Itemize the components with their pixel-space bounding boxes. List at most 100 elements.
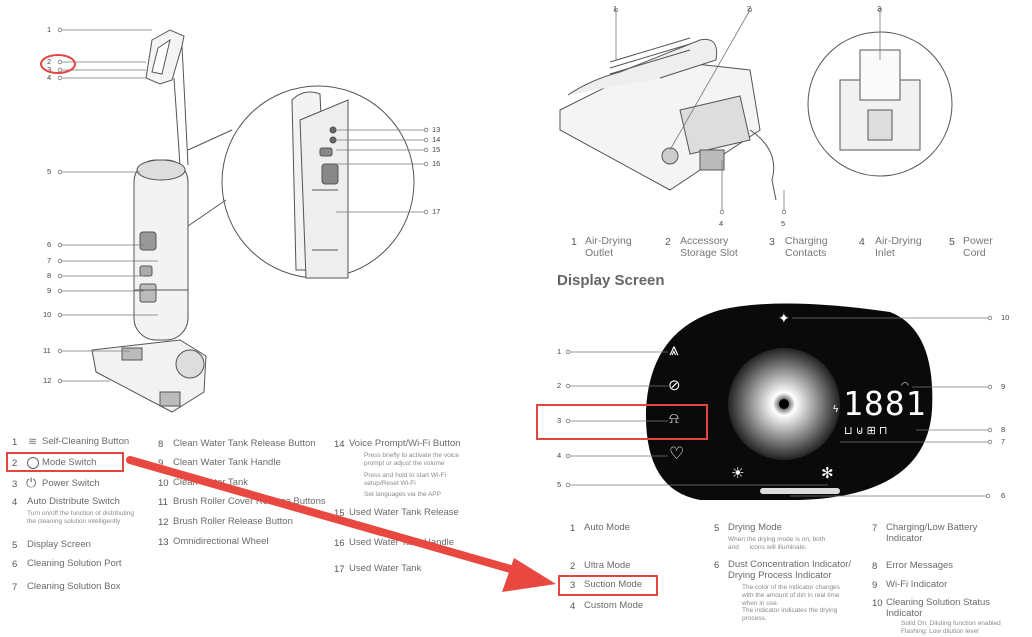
display-callout-10: 10 [1001, 313, 1010, 322]
part-num: 12 [158, 517, 169, 528]
display-callout-9: 9 [1001, 382, 1006, 391]
display-part-note: When the drying mode is on, both and ico… [728, 536, 826, 552]
suction-mode-highlight [536, 404, 708, 440]
lightning-icon: ϟ [833, 404, 839, 415]
part-num: 1 [12, 437, 18, 448]
display-part-num: 10 [872, 598, 883, 609]
ultra-mode-icon: ⊘ [668, 377, 681, 394]
mode-switch-highlight [6, 452, 124, 472]
digit-readout: 1881 [843, 384, 927, 423]
display-callout-1: 1 [557, 347, 562, 356]
callout-11: 11 [43, 346, 51, 355]
display-part-note: The color of the indicator changes with … [742, 584, 840, 608]
part-label: Used Water Tank Release [349, 507, 459, 518]
callout-4: 4 [47, 73, 52, 82]
callout-5: 5 [47, 167, 52, 176]
part-label: Clean Water Tank Handle [173, 457, 281, 468]
display-part-label: Cleaning Solution Status Indicator [886, 597, 991, 619]
part-num: 15 [334, 508, 345, 519]
callout-14: 14 [432, 135, 441, 144]
callout-6: 6 [47, 240, 52, 249]
part-label: Auto Distribute Switch [27, 496, 120, 507]
part-num: 7 [12, 582, 18, 593]
power-icon: ⏻ [26, 475, 37, 490]
display-part-num: 3 [570, 580, 576, 591]
part-num: 4 [12, 497, 18, 508]
auto-mode-icon: ⩓ [669, 340, 679, 359]
display-screen-heading: Display Screen [557, 272, 665, 289]
fan-icon: ✻ [821, 465, 834, 482]
callout-2-highlight [40, 54, 76, 74]
wifi-icon: ◠ [901, 380, 909, 390]
part-note: Press and hold to start Wi-Fi setup/Rese… [364, 472, 446, 488]
part-label: Brush Roller Cover Release Buttons [173, 496, 326, 507]
mode-switch-icon [27, 457, 39, 469]
dock-part-num: 4 [859, 236, 865, 248]
callout-8: 8 [47, 271, 52, 280]
dock-part-label: Air-Drying Outlet [585, 235, 632, 259]
vacuum-illustration [57, 27, 429, 413]
dock-part-label: Air-Drying Inlet [875, 235, 922, 259]
self-clean-icon: ≋ [28, 436, 38, 448]
part-num: 3 [12, 479, 18, 490]
display-part-num: 9 [872, 580, 878, 591]
error-icons: ⊔⊍⊞⊓ [844, 425, 891, 437]
sun-icon: ☀ [731, 465, 745, 482]
dock-callout-1: 1 [613, 4, 618, 13]
part-label: Omnidirectional Wheel [173, 536, 269, 547]
display-part-note: Solid On: Diluting function enabled [901, 620, 1001, 627]
part-num: 17 [334, 564, 345, 575]
display-part-label: Dust Concentration Indicator/ Drying Pro… [728, 559, 852, 581]
display-part-note: Flashing: Low dilution level [901, 628, 979, 635]
callout-7: 7 [47, 256, 52, 265]
part-num: 13 [158, 537, 169, 548]
part-num: 16 [334, 538, 345, 549]
callout-17: 17 [432, 207, 441, 216]
display-part-label: Custom Mode [584, 600, 644, 611]
display-part-num: 2 [570, 561, 576, 572]
display-callout-5: 5 [557, 480, 562, 489]
part-label: Voice Prompt/Wi-Fi Button [349, 438, 461, 449]
callout-9: 9 [47, 286, 52, 295]
part-label: Cleaning Solution Box [27, 581, 121, 592]
dock-callout-4: 4 [719, 219, 724, 228]
dock-part-label: Power Cord [963, 235, 993, 259]
part-label: Self-Cleaning Button [42, 436, 130, 447]
display-part-label: Drying Mode [728, 522, 782, 533]
display-callout-8: 8 [1001, 425, 1006, 434]
dock-callout-2: 2 [747, 4, 752, 13]
sparkle-icon: ✦ [778, 310, 790, 326]
part-num: 10 [158, 478, 169, 489]
part-num: 8 [158, 439, 164, 450]
display-part-label: Auto Mode [584, 522, 630, 533]
part-label: Brush Roller Release Button [173, 516, 293, 527]
part-num: 2 [12, 458, 18, 469]
display-callout-7: 7 [1001, 437, 1006, 446]
display-part-num: 6 [714, 560, 720, 571]
part-num: 6 [12, 559, 18, 570]
display-part-label: Wi-Fi Indicator [886, 579, 948, 590]
display-callout-4: 4 [557, 451, 562, 460]
callout-12: 12 [43, 376, 52, 385]
display-callout-3: 3 [557, 416, 562, 425]
part-num: 14 [334, 439, 345, 450]
display-part-num: 8 [872, 561, 878, 572]
part-label: Used Water Tank Handle [349, 537, 455, 548]
display-part-label: Suction Mode [584, 579, 643, 590]
display-part-num: 1 [570, 523, 576, 534]
custom-mode-icon: ♡ [669, 444, 685, 463]
part-label: Clean Water Tank Release Button [173, 438, 316, 449]
part-num: 11 [158, 497, 168, 508]
part-label: Used Water Tank [349, 563, 422, 574]
callout-1: 1 [47, 25, 52, 34]
suction-mode-icon: ⍾ [669, 410, 679, 427]
display-part-note: The indicator indicates the drying proce… [742, 607, 838, 623]
part-note: Turn on/off the function of distributing… [27, 510, 134, 526]
part-label: Mode Switch [42, 457, 97, 468]
display-part-label: Charging/Low Battery Indicator [886, 522, 978, 544]
callout-16: 16 [432, 159, 441, 168]
display-part-label: Error Messages [886, 560, 954, 571]
part-label: Cleaning Solution Port [27, 558, 122, 569]
